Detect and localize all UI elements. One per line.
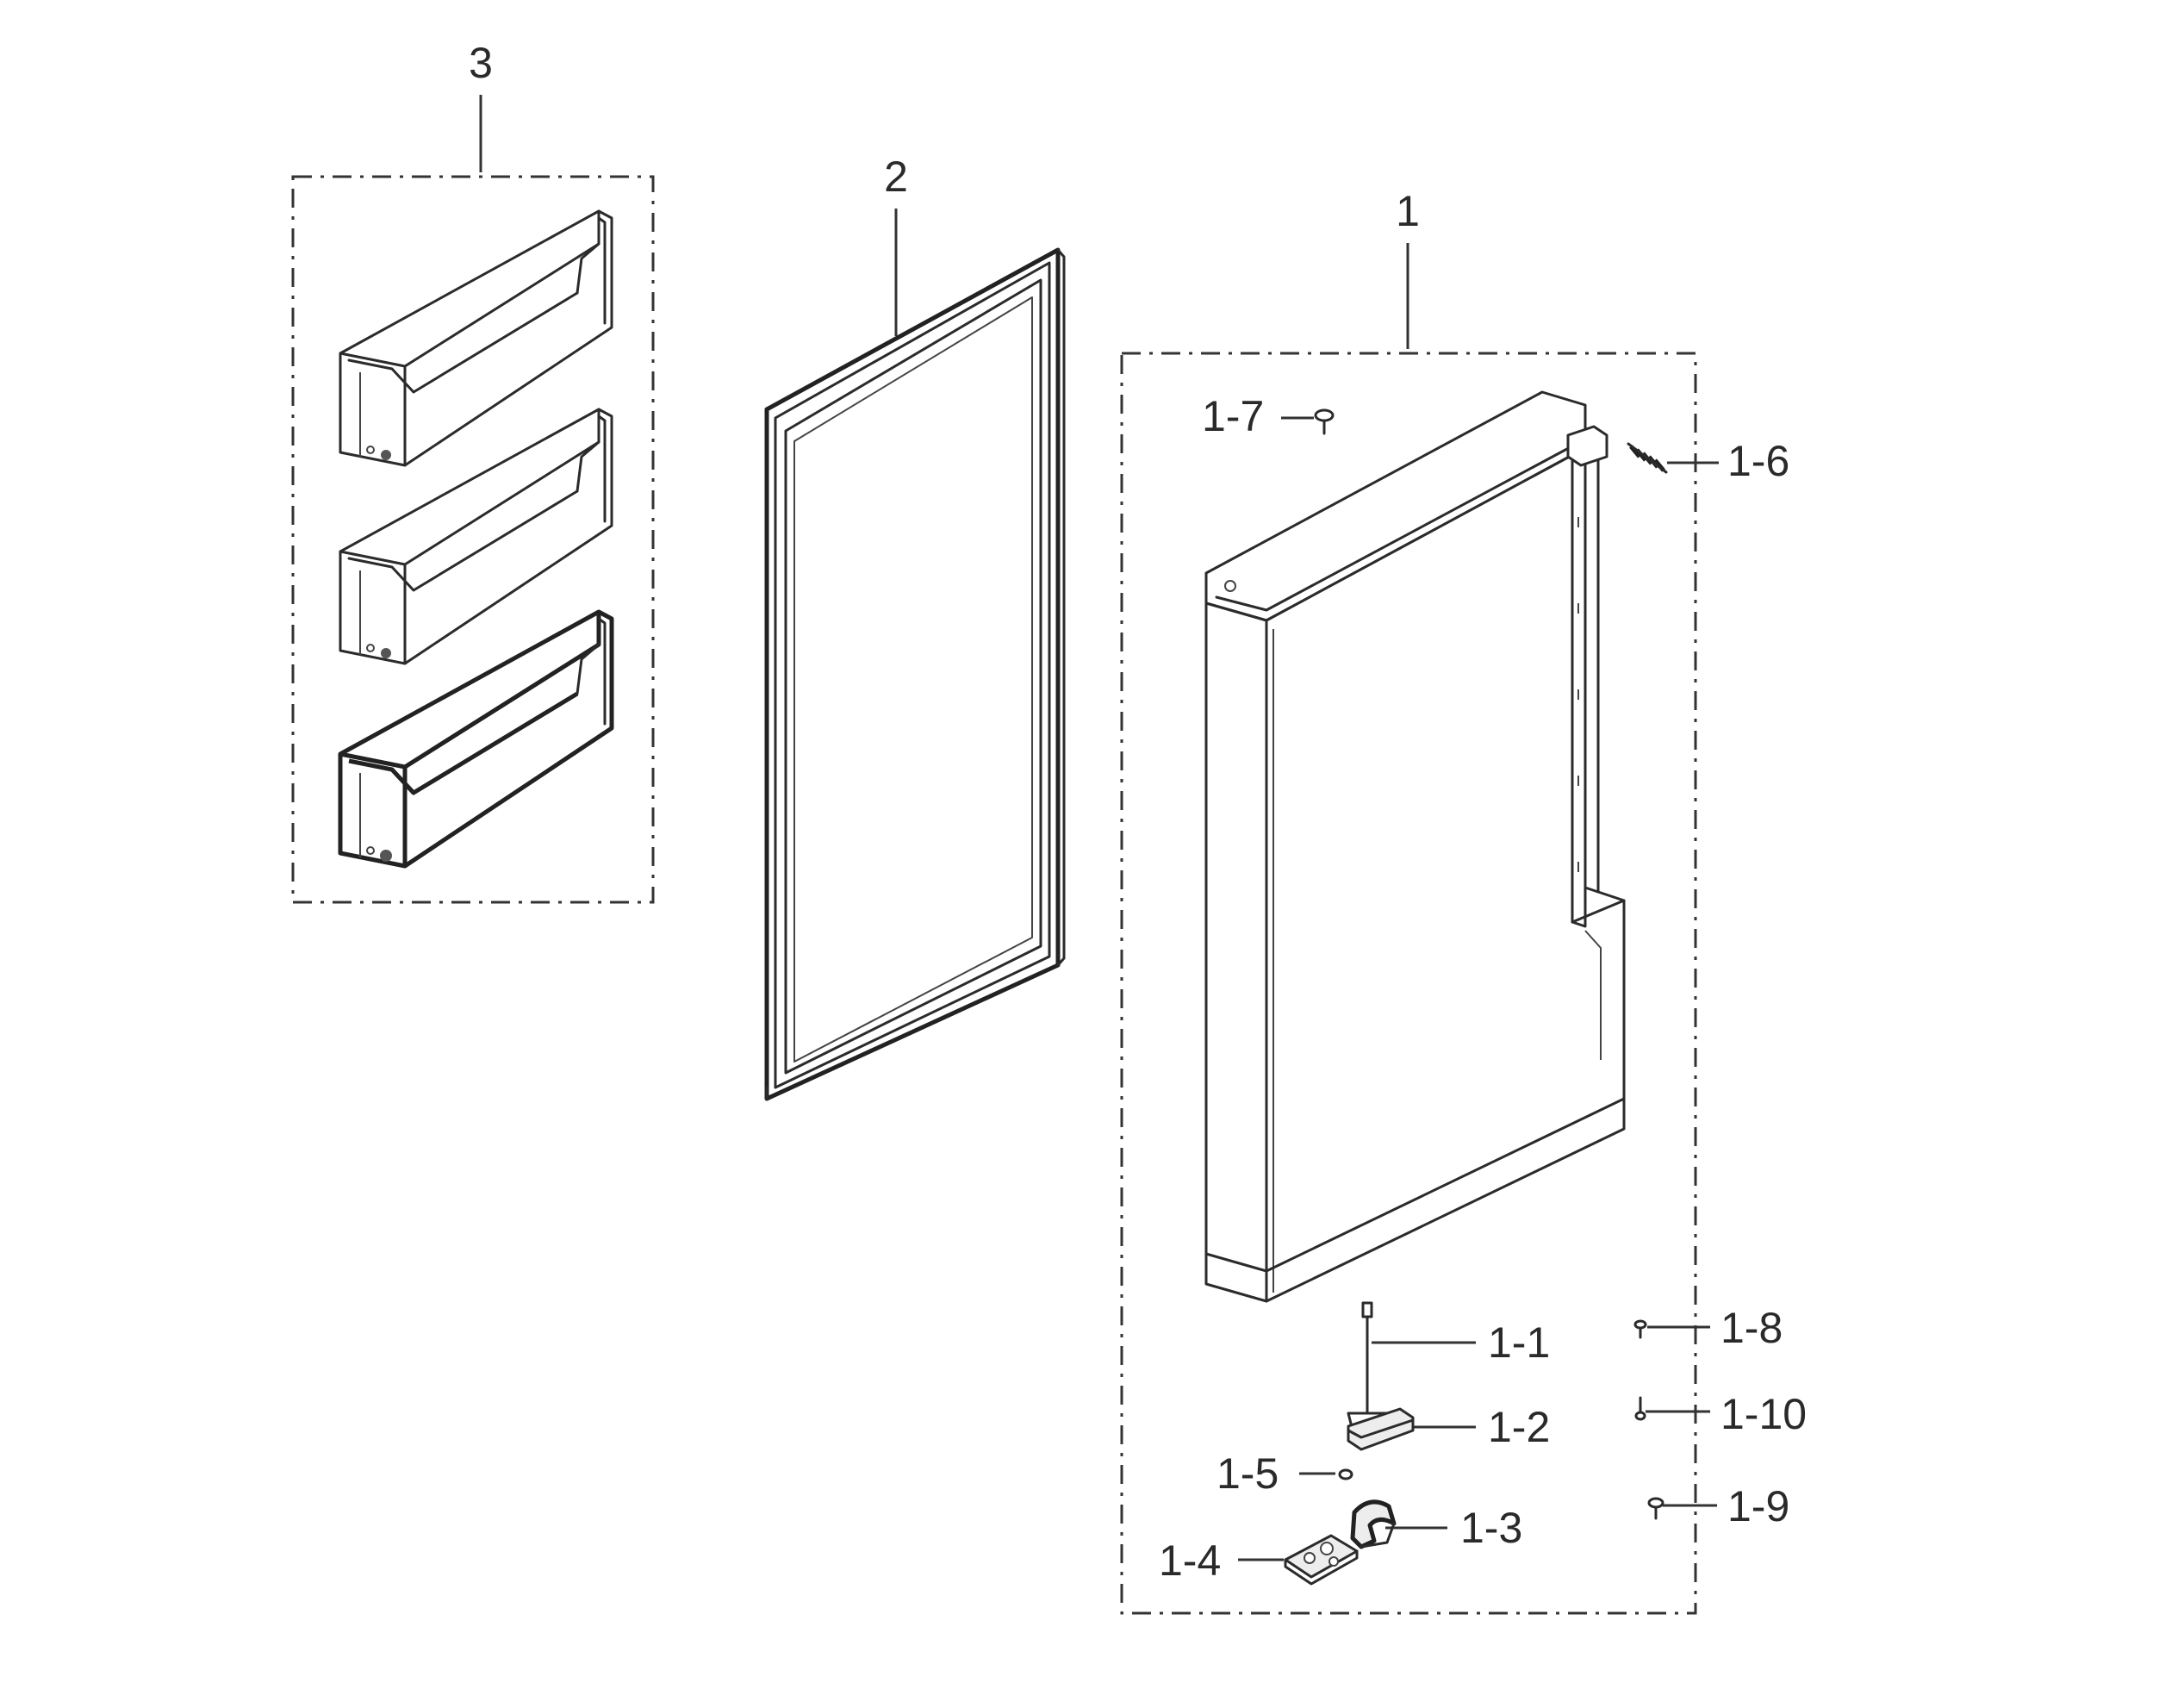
pin-icon [1634,1396,1646,1421]
pin-part-1-10: 1-10 [1634,1390,1807,1438]
callout-2: 2 [884,153,908,201]
screw-icon [1647,1497,1664,1520]
hinge-bracket-part: 1-3 [1350,1499,1522,1552]
screw-icon [1314,408,1335,435]
callout-1-4: 1-4 [1159,1536,1221,1585]
door-bin-icon [338,609,614,869]
door-bin-icon [339,209,613,467]
hinge-spring-icon [1627,442,1668,474]
top-screw-part: 1-7 [1202,392,1335,440]
callout-1-8: 1-8 [1720,1304,1783,1352]
hinge-bracket-icon [1350,1499,1397,1549]
door-bin-icon [339,408,613,665]
callout-1-7: 1-7 [1202,392,1264,440]
guard-set-boundary [291,175,655,904]
callout-1-6: 1-6 [1727,437,1789,485]
refrigerator-door-icon [1204,390,1626,1303]
callout-3: 3 [469,39,493,87]
washer-part: 1-5 [1216,1449,1353,1498]
guard-set-group: 3 [291,39,655,904]
hinge-cap-part: 1-2 [1347,1403,1550,1451]
callout-1-9: 1-9 [1727,1482,1789,1530]
callout-1-10: 1-10 [1720,1390,1807,1438]
door-gasket-icon [764,247,1066,1101]
screw-part-1-9: 1-9 [1647,1482,1789,1530]
door-switch-icon [1347,1301,1393,1432]
washer-icon [1338,1468,1353,1480]
hinge-plate-part: 1-4 [1159,1534,1359,1586]
door-assembly-boundary [1120,352,1697,1615]
hinge-spring-part: 1-6 [1627,437,1789,485]
hinge-bracket-icon [1284,1534,1359,1586]
callout-1-2: 1-2 [1488,1403,1550,1451]
pin-icon [1633,1319,1647,1339]
callout-1-3: 1-3 [1460,1504,1522,1552]
callout-1-1: 1-1 [1488,1318,1550,1367]
callout-1-5: 1-5 [1216,1449,1279,1498]
door-assembly-group: 1 1-7 [1120,187,1807,1615]
gasket-group: 2 [764,153,1066,1101]
hinge-cap-icon [1347,1407,1415,1451]
callout-1: 1 [1396,187,1420,235]
pin-part-1-8: 1-8 [1633,1304,1783,1352]
